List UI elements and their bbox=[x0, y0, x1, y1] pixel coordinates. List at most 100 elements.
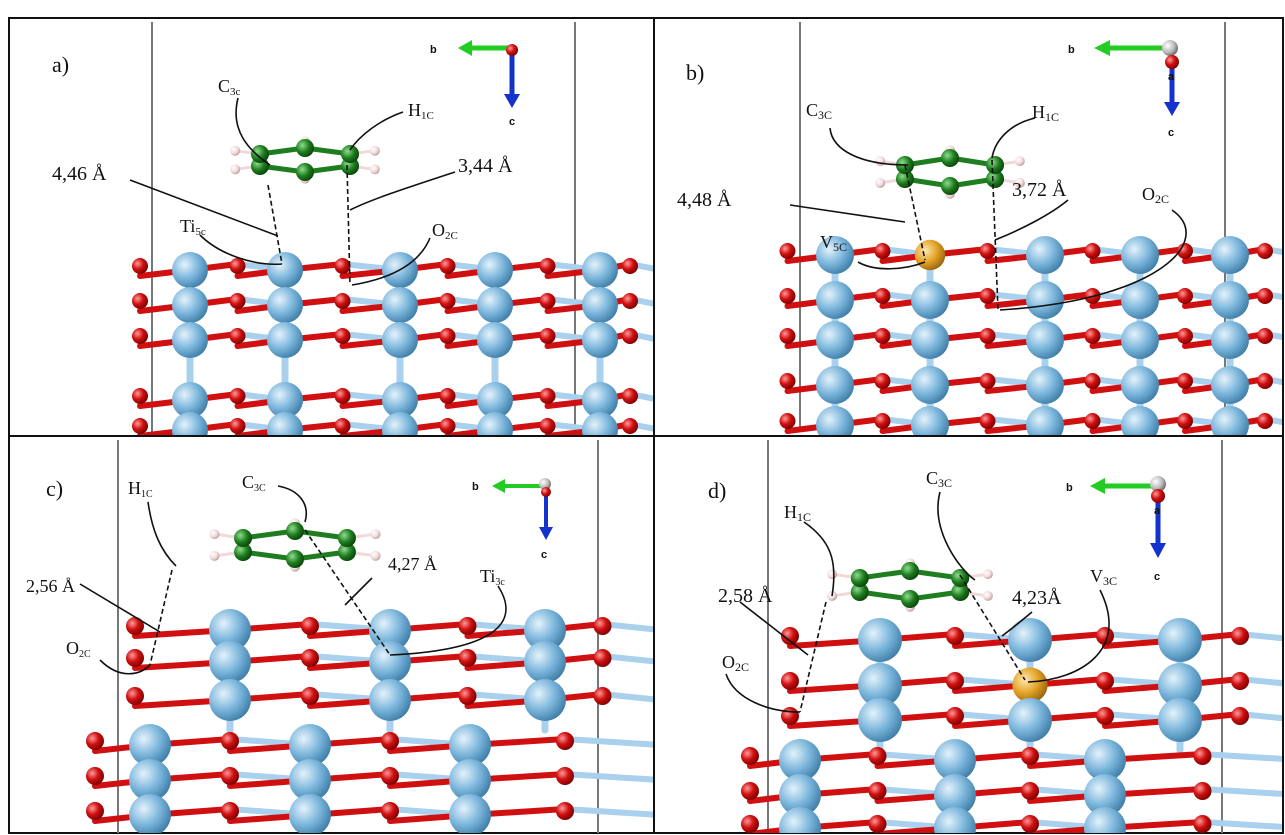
hydrogen-atom bbox=[230, 145, 241, 156]
panel-d-dist-metal: 4,23Å bbox=[1012, 587, 1062, 609]
panel-a-axis-b: b bbox=[430, 44, 437, 56]
titanium-atom bbox=[1026, 321, 1064, 359]
bond bbox=[1199, 751, 1282, 762]
titanium-atom bbox=[289, 794, 331, 833]
oxygen-atom bbox=[622, 418, 638, 434]
panel-c-dist-oxygen-leader bbox=[79, 583, 161, 633]
titanium-atom bbox=[382, 322, 418, 358]
oxygen-atom bbox=[229, 388, 246, 404]
carbon-atom bbox=[296, 139, 314, 157]
panel-a-oxygen-leader bbox=[351, 237, 431, 286]
oxygen-atom bbox=[1193, 782, 1212, 800]
oxygen-atom bbox=[874, 243, 891, 259]
panel-c-dist-oxygen-line bbox=[149, 569, 173, 666]
oxygen-atom bbox=[741, 815, 759, 833]
oxygen-atom bbox=[868, 782, 887, 800]
carbon-atom bbox=[901, 562, 919, 580]
axis-origin-dot bbox=[539, 478, 551, 490]
oxygen-atom bbox=[1257, 288, 1273, 304]
oxygen-atom bbox=[132, 293, 148, 309]
carbon-atom bbox=[234, 529, 253, 547]
panel-c-letter: c) bbox=[46, 476, 63, 501]
titanium-atom bbox=[369, 609, 411, 651]
axis-a-dot bbox=[541, 487, 551, 497]
carbon-atom bbox=[986, 156, 1005, 174]
titanium-atom bbox=[779, 739, 821, 781]
titanium-atom bbox=[209, 609, 251, 651]
panel-b-dist-oxygen-leader bbox=[994, 199, 1069, 241]
panel-a-carbon-leader bbox=[235, 97, 271, 166]
bond bbox=[562, 771, 653, 783]
titanium-atom bbox=[172, 382, 208, 418]
bond bbox=[1237, 711, 1282, 722]
panel-c-dist-oxygen: 2,56 Å bbox=[26, 576, 75, 596]
oxygen-atom bbox=[946, 672, 964, 690]
panel-b-dist-metal-leader bbox=[789, 204, 906, 223]
titanium-atom bbox=[1008, 698, 1052, 742]
oxygen-atom bbox=[221, 802, 239, 820]
oxygen-atom bbox=[1177, 413, 1193, 429]
titanium-atom bbox=[582, 287, 618, 323]
titanium-atom bbox=[209, 679, 251, 721]
titanium-atom bbox=[129, 759, 171, 801]
titanium-atom bbox=[911, 321, 949, 359]
panel-d-dist-oxygen-leader bbox=[739, 601, 809, 656]
bond bbox=[1237, 676, 1282, 687]
panel-a-metal-label: Ti5c bbox=[180, 216, 206, 238]
hydrogen-atom bbox=[982, 590, 993, 601]
panel-a-axis-indicator: b c bbox=[430, 40, 520, 128]
titanium-atom bbox=[477, 287, 513, 323]
panel-c-axis-b: b bbox=[472, 481, 479, 493]
oxygen-atom bbox=[593, 687, 612, 705]
oxygen-atom bbox=[1231, 672, 1249, 690]
panel-d-axis-indicator: b a c bbox=[1066, 476, 1166, 583]
oxygen-atom bbox=[132, 328, 148, 344]
oxygen-atom bbox=[1096, 707, 1114, 725]
oxygen-atom bbox=[1084, 413, 1101, 429]
bond bbox=[599, 691, 653, 703]
titanium-atom bbox=[816, 321, 854, 359]
titanium-atom bbox=[1026, 406, 1064, 435]
carbon-atom bbox=[337, 529, 356, 547]
titanium-atom bbox=[582, 412, 618, 435]
panel-c-oxygen-leader bbox=[99, 659, 151, 675]
titanium-atom bbox=[858, 663, 902, 707]
carbon-atom bbox=[941, 149, 959, 167]
titanium-atom bbox=[382, 412, 418, 435]
oxygen-atom bbox=[979, 413, 996, 429]
hydrogen-atom bbox=[875, 156, 886, 167]
panel-b-axis-indicator: b a c bbox=[1068, 40, 1180, 139]
panel-d-structure bbox=[741, 440, 1282, 833]
panel-a-hydrogen-label: H1C bbox=[408, 100, 434, 122]
oxygen-atom bbox=[868, 815, 887, 833]
oxygen-atom bbox=[779, 288, 796, 304]
panel-a-structure bbox=[132, 22, 653, 435]
panel-d-carbon-label: C3C bbox=[926, 468, 952, 490]
titanium-atom bbox=[816, 281, 854, 319]
titanium-atom bbox=[1121, 281, 1159, 319]
oxygen-atom bbox=[1021, 815, 1039, 833]
titanium-atom bbox=[911, 406, 949, 435]
bond bbox=[1199, 786, 1282, 797]
axis-c-arrow bbox=[504, 94, 520, 108]
titanium-atom bbox=[1084, 739, 1126, 781]
oxygen-atom bbox=[334, 258, 351, 274]
titanium-atom bbox=[582, 382, 618, 418]
hydrogen-atom bbox=[1014, 156, 1025, 167]
oxygen-atom bbox=[381, 767, 399, 785]
titanium-atom bbox=[858, 618, 902, 662]
panel-b-metal-label: V5C bbox=[820, 232, 847, 254]
panel-d-axis-a: a bbox=[1154, 505, 1161, 517]
panel-b-dist-oxygen: 3,72 Å bbox=[1012, 179, 1067, 201]
titanium-atom bbox=[779, 774, 821, 816]
panel-c-oxygen-label: O2C bbox=[66, 638, 91, 660]
titanium-atom bbox=[172, 322, 208, 358]
panel-b-axis-c: c bbox=[1168, 127, 1174, 139]
oxygen-atom bbox=[301, 687, 319, 705]
oxygen-atom bbox=[439, 418, 456, 434]
panel-b-dist-metal-line bbox=[904, 164, 926, 261]
panel-b-metal-leader bbox=[857, 261, 926, 270]
panel-a-dist-metal: 4,46 Å bbox=[52, 163, 107, 185]
titanium-atom bbox=[1211, 321, 1249, 359]
panel-d-metal-leader bbox=[1027, 589, 1110, 683]
